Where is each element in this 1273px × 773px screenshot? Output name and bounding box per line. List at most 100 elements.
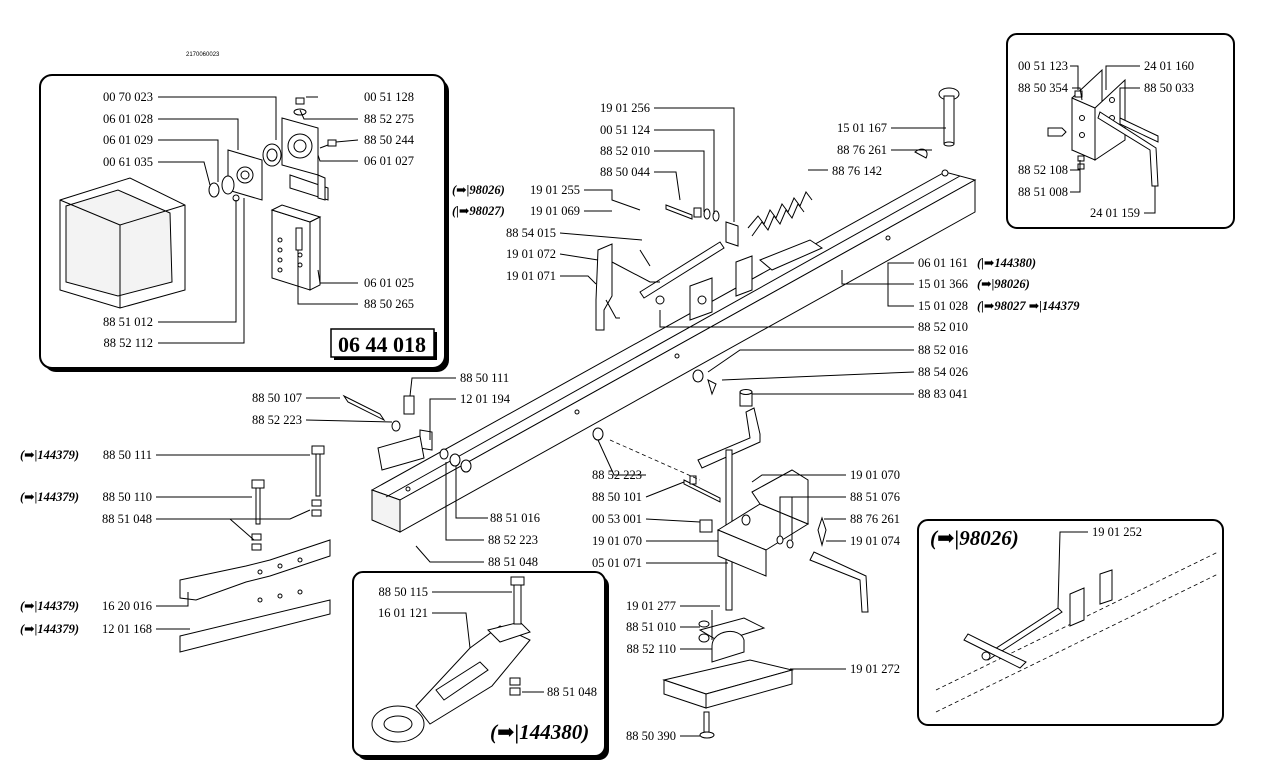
part-label: 15 01 028 <box>918 299 968 313</box>
variant-tag-144379: (➡|144379) <box>20 448 79 462</box>
part-label: 88 50 111 <box>460 371 509 385</box>
part-label: 88 52 275 <box>364 112 414 126</box>
labels-top-right: 00 51 123 88 50 354 24 01 160 88 50 033 … <box>1018 59 1194 220</box>
part-label: 15 01 167 <box>837 121 887 135</box>
part-label: 12 01 194 <box>460 392 511 406</box>
leaders-main <box>156 107 946 737</box>
part-label: 00 70 023 <box>103 90 153 104</box>
part-label: 88 50 244 <box>364 133 415 147</box>
latch-plates <box>689 221 739 321</box>
part-label: 19 01 272 <box>850 662 900 676</box>
part-label: 19 01 072 <box>506 247 556 261</box>
flange-plate <box>208 149 263 202</box>
part-label: 88 52 010 <box>600 144 650 158</box>
part-label: 88 52 010 <box>918 320 968 334</box>
inset-top-left: 00 70 023 06 01 028 06 01 029 00 61 035 … <box>39 74 449 372</box>
variant-tag-144379: (➡|144379) <box>20 622 79 636</box>
inset-bottom-right: 19 01 252 (➡|98026) <box>917 519 1224 726</box>
part-label: 24 01 159 <box>1090 206 1140 220</box>
part-label: 88 50 101 <box>592 490 642 504</box>
variant-tags: (➡|98026) (|➡98027) (|➡144380) (➡|98026)… <box>20 183 1080 636</box>
part-label: 16 01 121 <box>378 606 428 620</box>
part-label: 12 01 168 <box>102 622 152 636</box>
part-label: 88 50 110 <box>102 490 152 504</box>
variant-tag-98027: (|➡98027) <box>452 204 505 218</box>
variant-tag-144380: (|➡144380) <box>977 256 1036 270</box>
kit-number: 06 44 018 <box>338 332 426 357</box>
labels-main: 19 01 256 00 51 124 88 52 010 88 50 044 … <box>102 101 968 743</box>
part-label: 19 01 277 <box>626 599 676 613</box>
part-label: 19 01 071 <box>506 269 556 283</box>
part-label: 19 01 074 <box>850 534 901 548</box>
part-label: 00 51 123 <box>1018 59 1068 73</box>
inset-title: (➡|144380) <box>490 720 589 744</box>
part-label: 88 51 016 <box>490 511 540 525</box>
bearing-housing <box>262 97 337 201</box>
washer <box>692 369 704 383</box>
part-label: 88 50 115 <box>378 585 428 599</box>
part-label: 88 76 142 <box>832 164 882 178</box>
labels-top-left: 00 70 023 06 01 028 06 01 029 00 61 035 … <box>103 90 415 350</box>
part-label: 88 51 048 <box>488 555 538 569</box>
spring <box>735 191 824 297</box>
part-label: 88 52 110 <box>626 642 676 656</box>
part-label: 88 76 261 <box>837 143 887 157</box>
part-label: 19 01 252 <box>1092 525 1142 539</box>
part-label: 88 50 390 <box>626 729 676 743</box>
part-label: 19 01 255 <box>530 183 580 197</box>
pivot-pin <box>639 241 725 305</box>
inset-top-right: 00 51 123 88 50 354 24 01 160 88 50 033 … <box>1006 33 1235 229</box>
part-label: 88 83 041 <box>918 387 968 401</box>
part-label: 88 51 008 <box>1018 185 1068 199</box>
part-label: 06 01 028 <box>103 112 153 126</box>
part-label: 06 01 161 <box>918 256 968 270</box>
locking-pin <box>914 87 960 159</box>
part-label: 88 52 112 <box>103 336 153 350</box>
part-label: 15 01 366 <box>918 277 968 291</box>
rod-detail <box>935 551 1219 713</box>
bracket-plate <box>270 204 322 291</box>
part-label: 19 01 069 <box>530 204 580 218</box>
part-label: 06 01 027 <box>364 154 414 168</box>
end-bracket <box>342 394 472 473</box>
washer <box>592 427 604 441</box>
tow-eye <box>371 576 531 743</box>
variant-tag-144379: (➡|144379) <box>20 599 79 613</box>
square-tube-end <box>59 177 186 309</box>
part-label: 06 01 025 <box>364 276 414 290</box>
drawing-reference: 2170060023 <box>186 52 220 58</box>
part-label: 88 51 012 <box>103 315 153 329</box>
part-label: 88 54 026 <box>918 365 968 379</box>
bracket-assembly <box>1047 68 1159 187</box>
part-label: 16 20 016 <box>102 599 152 613</box>
inset-bottom-center: 88 50 115 16 01 121 88 51 048 (➡|144380) <box>352 571 609 760</box>
part-label: 88 50 107 <box>252 391 302 405</box>
small-bolts <box>665 204 720 222</box>
part-label: 88 51 048 <box>547 685 597 699</box>
part-label: 06 01 029 <box>103 133 153 147</box>
part-label: 88 52 108 <box>1018 163 1068 177</box>
variant-tag-98027-144379: (|➡98027 ➡|144379 <box>977 299 1080 313</box>
part-label: 88 50 111 <box>103 448 152 462</box>
tow-bars <box>179 445 331 653</box>
variant-tag-98026: (➡|98026) <box>452 183 505 197</box>
part-label: 88 50 033 <box>1144 81 1194 95</box>
crank-and-bracket <box>683 407 869 613</box>
kit-box <box>330 328 435 358</box>
part-label: 88 51 010 <box>626 620 676 634</box>
part-label: 88 52 223 <box>252 413 302 427</box>
part-label: 24 01 160 <box>1144 59 1194 73</box>
part-label: 00 61 035 <box>103 155 153 169</box>
part-label: 88 50 044 <box>600 165 651 179</box>
main-beam <box>370 169 977 533</box>
part-label: 88 50 354 <box>1018 81 1069 95</box>
part-label: 19 01 256 <box>600 101 650 115</box>
variant-tag-98026: (➡|98026) <box>977 277 1030 291</box>
part-label: 19 01 070 <box>850 468 900 482</box>
part-label: 88 54 015 <box>506 226 556 240</box>
part-label: 00 51 124 <box>600 123 651 137</box>
part-label: 05 01 071 <box>592 556 642 570</box>
part-label: 88 51 048 <box>102 512 152 526</box>
part-label: 88 52 016 <box>918 343 968 357</box>
